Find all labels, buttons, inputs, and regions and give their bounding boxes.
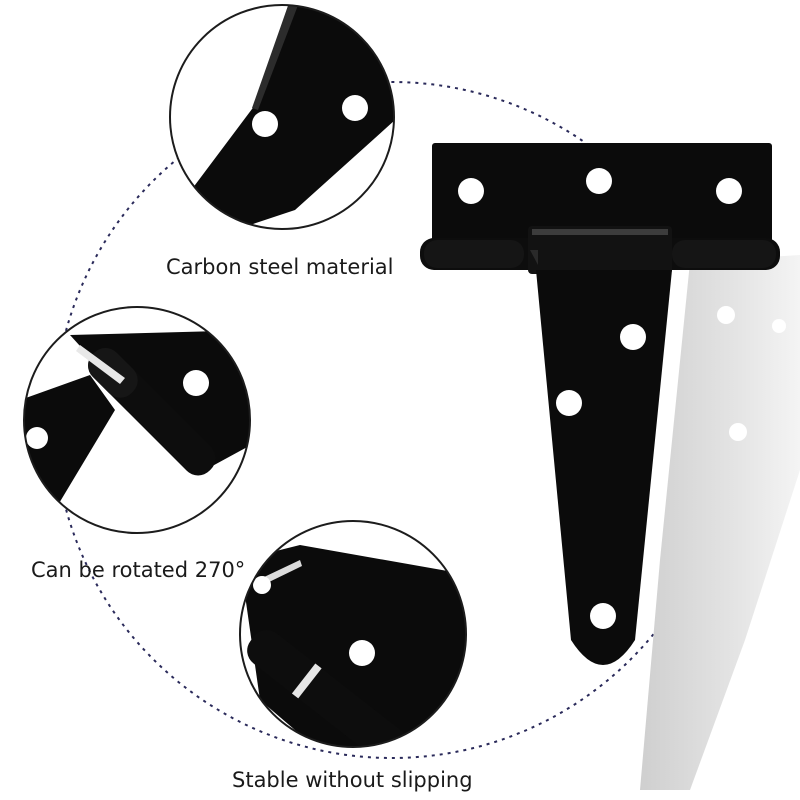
- detail-circle-material: [169, 4, 395, 230]
- caption-stable-without-slipping: Stable without slipping: [232, 768, 473, 792]
- t-hinge: [420, 143, 780, 665]
- detail-circle-rotation: [23, 306, 251, 534]
- caption-rotated-270: Can be rotated 270°: [31, 558, 246, 582]
- detail-circle-stability: [239, 520, 467, 748]
- hinge-shadow: [640, 255, 800, 790]
- caption-carbon-steel-material: Carbon steel material: [166, 255, 394, 279]
